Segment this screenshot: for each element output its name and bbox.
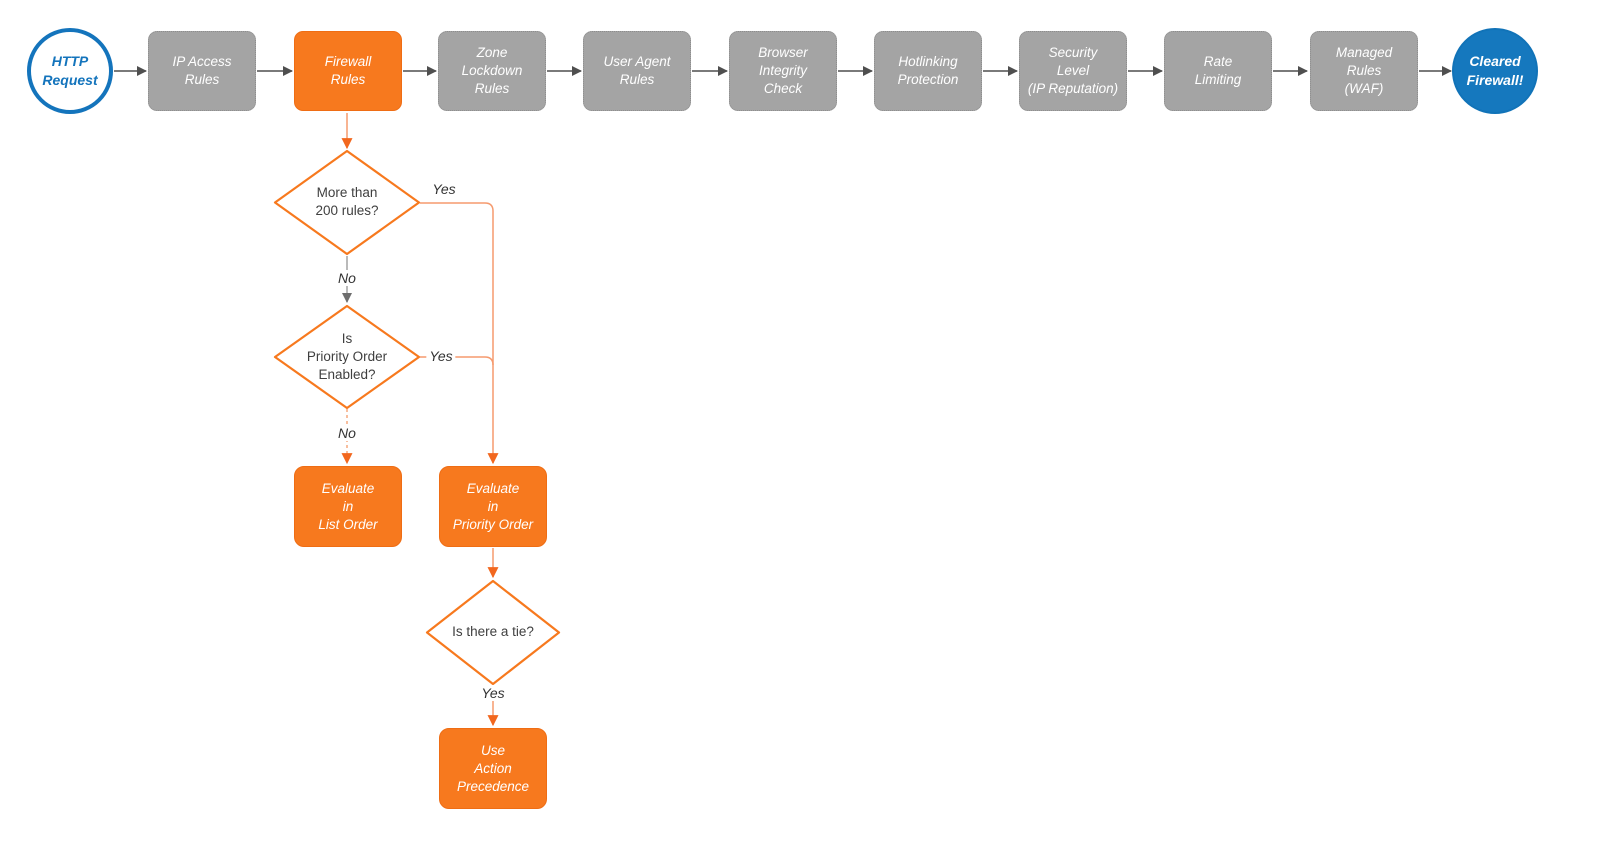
end-node-cleared-firewall: Cleared Firewall! bbox=[1452, 28, 1538, 114]
connector-200rules-yes bbox=[420, 202, 499, 465]
edge-label-yes-200-rules: Yes bbox=[432, 181, 456, 197]
node-evaluate-list-order: Evaluate in List Order bbox=[294, 466, 402, 547]
node-managed-rules-waf: Managed Rules (WAF) bbox=[1310, 31, 1418, 111]
decision-diamond-tie bbox=[425, 579, 561, 686]
node-evaluate-priority-order: Evaluate in Priority Order bbox=[439, 466, 547, 547]
node-use-action-precedence: Use Action Precedence bbox=[439, 728, 547, 809]
node-zone-lockdown-rules: Zone Lockdown Rules bbox=[438, 31, 546, 111]
edge-label-yes-tie: Yes bbox=[478, 685, 508, 701]
edge-label-yes-priority-enabled: Yes bbox=[426, 348, 456, 364]
node-firewall-rules: Firewall Rules bbox=[294, 31, 402, 111]
decision-diamond-priority-enabled bbox=[273, 304, 421, 410]
connector-priority-yes bbox=[420, 356, 494, 366]
node-ip-access-rules: IP Access Rules bbox=[148, 31, 256, 111]
decision-label-priority-enabled: Is Priority Order Enabled? bbox=[306, 331, 388, 382]
node-hotlinking-protection: Hotlinking Protection bbox=[874, 31, 982, 111]
start-node-http-request: HTTP Request bbox=[27, 28, 113, 114]
edge-label-no-200-rules: No bbox=[335, 270, 359, 286]
decision-label-200-rules: More than 200 rules? bbox=[315, 185, 379, 218]
node-browser-integrity-check: Browser Integrity Check bbox=[729, 31, 837, 111]
node-user-agent-rules: User Agent Rules bbox=[583, 31, 691, 111]
node-rate-limiting: Rate Limiting bbox=[1164, 31, 1272, 111]
node-security-level: Security Level (IP Reputation) bbox=[1019, 31, 1127, 111]
decision-label-tie: Is there a tie? bbox=[452, 624, 534, 639]
edge-label-no-priority-enabled: No bbox=[335, 425, 359, 441]
decision-diamond-200-rules bbox=[273, 149, 421, 256]
